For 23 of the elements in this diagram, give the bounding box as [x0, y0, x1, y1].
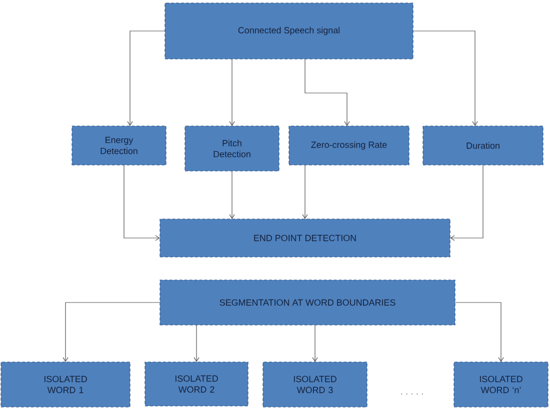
- process-box: Pitch Detection: [184, 126, 280, 172]
- arrow: [229, 58, 235, 126]
- process-box: Energy Detection: [72, 126, 166, 166]
- arrow: [127, 30, 166, 126]
- arrow: [62, 302, 160, 362]
- process-box: ISOLATED WORD 2: [144, 362, 248, 406]
- process-box: Zero-crossing Rate: [288, 126, 410, 166]
- arrow: [302, 164, 308, 219]
- arrow: [312, 324, 318, 362]
- arrow: [450, 164, 484, 241]
- process-box: ISOLATED WORD 3: [262, 362, 368, 408]
- process-box: END POINT DETECTION: [160, 218, 450, 258]
- process-box: ISOLATED WORD 1: [0, 362, 130, 408]
- process-box: Connected Speech signal: [164, 2, 414, 60]
- arrow: [229, 170, 235, 219]
- arrow: [304, 58, 350, 126]
- process-box: ISOLATED WORD ‘n’: [454, 362, 548, 408]
- arrow: [124, 164, 160, 241]
- process-box: SEGMENTATION AT WORD BOUNDARIES: [160, 280, 456, 326]
- arrow: [194, 324, 200, 362]
- arrow: [412, 30, 478, 126]
- process-box: Duration: [422, 126, 544, 166]
- arrow: [454, 302, 504, 362]
